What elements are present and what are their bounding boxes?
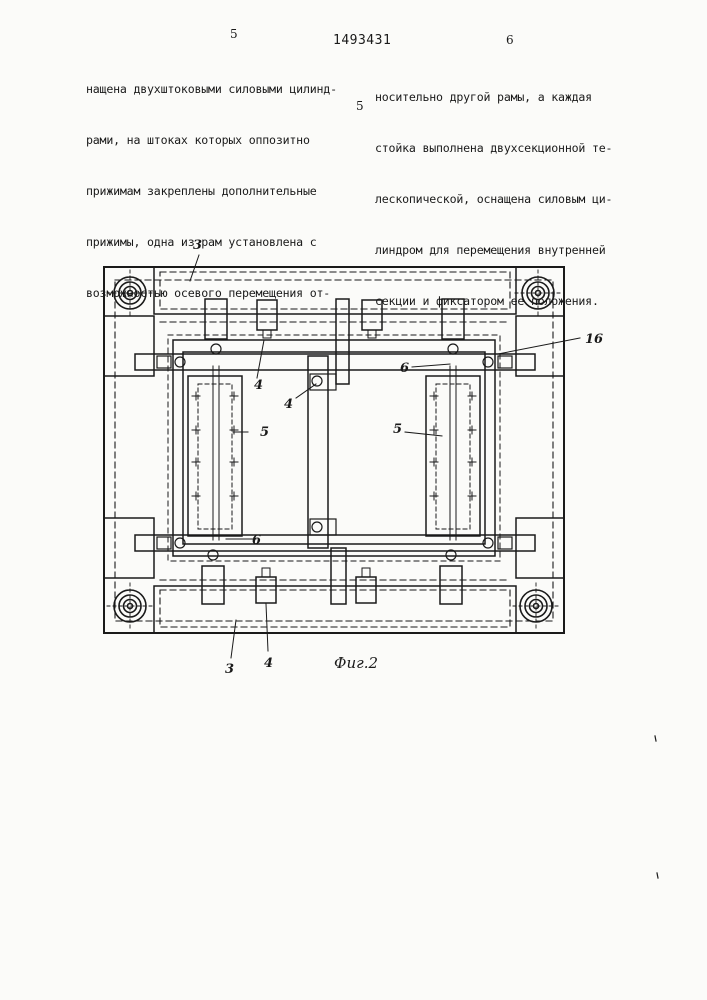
- label-5-right: 5: [393, 422, 402, 437]
- hinge-joints: [157, 356, 512, 549]
- corner-columns: [107, 270, 561, 629]
- corner-column-icon: [513, 583, 559, 629]
- label-4-bottom: 4: [264, 656, 273, 671]
- corner-column-icon: [515, 270, 561, 316]
- label-4-top-left: 4: [254, 378, 263, 393]
- fixture-left: [188, 366, 242, 540]
- cylinders-top: [205, 299, 464, 384]
- label-6-bottom-left: 6: [252, 533, 261, 548]
- label-4-center: 4: [284, 397, 293, 412]
- figure-caption: Фиг.2: [334, 654, 378, 672]
- label-6-top-right: 6: [400, 361, 409, 376]
- corner-column-icon: [107, 270, 153, 316]
- label-5-left: 5: [260, 425, 269, 440]
- label-16: 16: [585, 332, 603, 347]
- inner-frame: [135, 335, 535, 561]
- corner-column-icon: [107, 583, 153, 629]
- label-3-top: 3: [193, 238, 202, 253]
- fixture-right: [426, 366, 480, 540]
- stray-mark: [655, 736, 656, 741]
- stray-mark: [657, 873, 658, 878]
- label-3-bottom: 3: [225, 662, 234, 677]
